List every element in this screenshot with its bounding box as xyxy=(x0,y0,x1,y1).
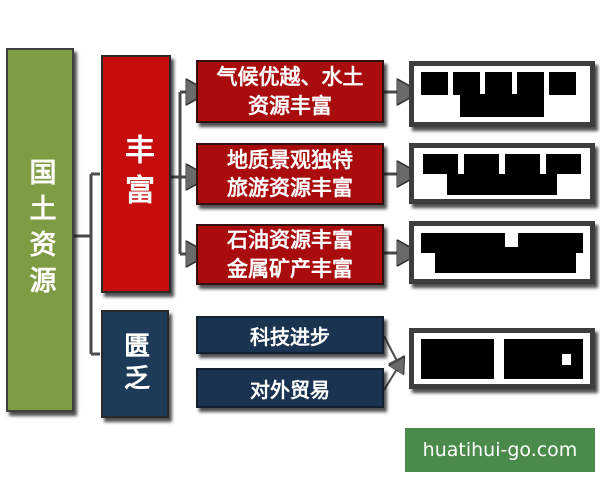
watermark-text: huatihui-go.com xyxy=(422,439,578,461)
result-box-redacted-1 xyxy=(409,61,595,127)
scarce-item-label: 科技进步 xyxy=(250,324,330,349)
rich-item-line: 金属矿产丰富 xyxy=(227,256,353,281)
branch-abundant-label: 丰富 xyxy=(119,134,154,214)
result-box-redacted-2 xyxy=(409,143,595,204)
rich-item-line: 石油资源丰富 xyxy=(227,228,353,253)
root-node-land-resources: 国土资源 xyxy=(6,48,74,412)
rich-item-line: 资源丰富 xyxy=(248,93,332,118)
redaction-blocks xyxy=(418,151,586,196)
scarce-item-foreign-trade: 对外贸易 xyxy=(196,368,384,408)
rich-item-line: 气候优越、水土 xyxy=(216,65,364,90)
branch-node-abundant: 丰富 xyxy=(101,55,171,293)
branch-node-scarce: 匮乏 xyxy=(101,310,169,418)
scarce-item-technology: 科技进步 xyxy=(196,316,384,354)
result-box-redacted-4 xyxy=(409,328,595,389)
branch-scarce-label: 匮乏 xyxy=(119,332,150,396)
rich-item-climate-water: 气候优越、水土 资源丰富 xyxy=(196,60,384,123)
rich-item-line: 旅游资源丰富 xyxy=(227,176,353,200)
root-node-label: 国土资源 xyxy=(24,158,56,302)
redaction-blocks xyxy=(418,336,586,381)
result-box-redacted-3 xyxy=(409,221,595,284)
rich-item-geology-tourism: 地质景观独特 旅游资源丰富 xyxy=(196,143,384,205)
rich-item-line: 地质景观独特 xyxy=(227,147,353,172)
scarce-item-label: 对外贸易 xyxy=(250,377,330,402)
redaction-blocks xyxy=(418,69,586,119)
rich-item-oil-minerals: 石油资源丰富 金属矿产丰富 xyxy=(196,224,384,285)
redaction-blocks xyxy=(418,229,586,276)
watermark-site-badge: huatihui-go.com xyxy=(405,428,595,472)
